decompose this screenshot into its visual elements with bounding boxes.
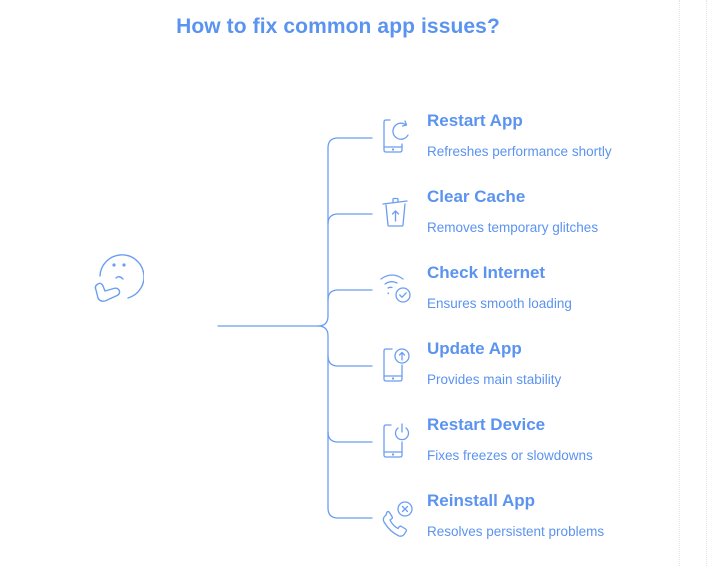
phone-update-icon [378,345,418,387]
step-label: Restart Device [427,415,546,434]
step-label: Update App [427,339,522,358]
branch-upper [317,137,373,327]
step-description: Refreshes performance shortly [427,144,612,159]
step-label: Restart App [427,111,523,130]
step-description: Resolves persistent problems [427,524,605,539]
step-label: Reinstall App [427,491,535,510]
branch-4 [327,355,373,367]
step-restart-device: Restart Device Fixes freezes or slowdown… [378,415,678,475]
step-check-internet: Check Internet Ensures smooth loading [378,263,678,323]
branch-3 [327,289,373,301]
phone-call-cancel-icon [378,497,418,539]
step-restart-app: Restart App Refreshes performance shortl… [378,111,678,171]
step-label: Clear Cache [427,187,526,206]
dotted-edge-right [706,0,707,566]
step-update-app: Update App Provides main stability [378,339,678,399]
diagram-title: How to fix common app issues? [176,15,500,38]
trash-upload-icon [378,193,418,235]
step-description: Removes temporary glitches [427,220,599,235]
dotted-edge-left [679,0,680,566]
branch-lower [317,325,373,519]
step-clear-cache: Clear Cache Removes temporary glitches [378,187,678,247]
phone-power-icon [378,421,418,463]
thinking-face-icon [88,248,145,310]
wifi-check-icon [378,269,418,311]
phone-refresh-icon [378,117,418,159]
branch-5 [327,431,373,443]
step-description: Provides main stability [427,372,562,387]
step-reinstall-app: Reinstall App Resolves persistent proble… [378,491,678,551]
branch-2 [327,213,373,225]
step-description: Ensures smooth loading [427,296,572,311]
step-label: Check Internet [427,263,546,282]
step-description: Fixes freezes or slowdowns [427,448,593,463]
